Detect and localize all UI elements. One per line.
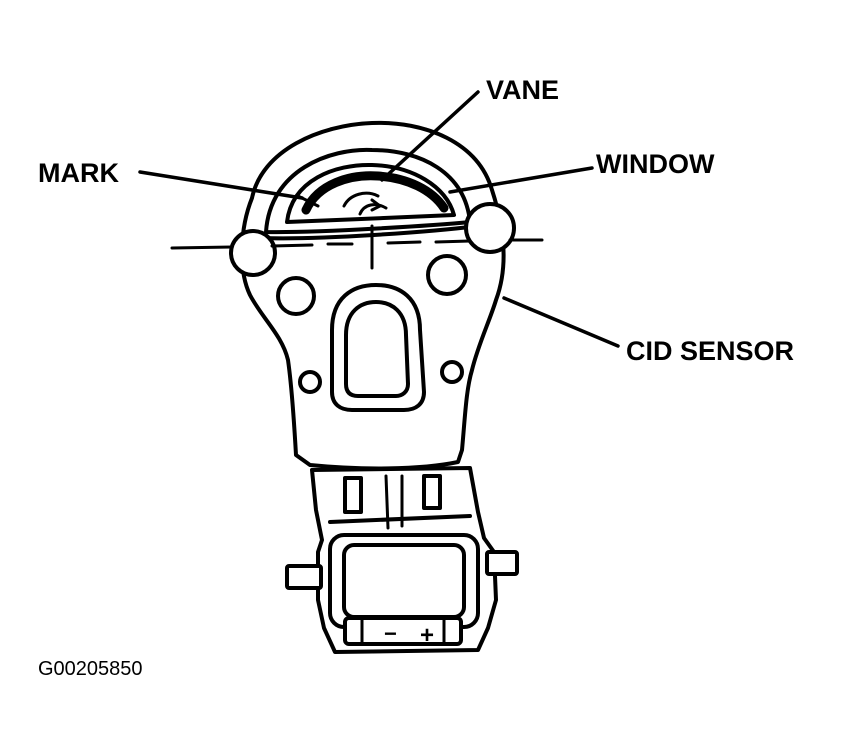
cid-sensor-label: CID SENSOR <box>626 336 794 366</box>
center-line <box>170 224 544 270</box>
window-label: WINDOW <box>596 149 715 179</box>
connector-minus-mark: − <box>384 621 397 646</box>
vane-label: VANE <box>486 75 559 105</box>
mark-leader <box>138 170 304 200</box>
sensor-housing <box>229 120 516 471</box>
left-mounting-ear <box>229 229 277 277</box>
right-mounting-ear <box>464 202 516 254</box>
vane-leader <box>380 90 480 182</box>
connector-plus-mark: + <box>420 622 434 649</box>
connector: − + <box>285 466 519 654</box>
leader-lines <box>138 90 620 348</box>
cid-sensor-leader <box>502 296 620 348</box>
vane <box>301 171 449 215</box>
mark-label: MARK <box>38 158 119 188</box>
window-leader <box>448 166 594 194</box>
figure-id: G00205850 <box>38 658 143 680</box>
